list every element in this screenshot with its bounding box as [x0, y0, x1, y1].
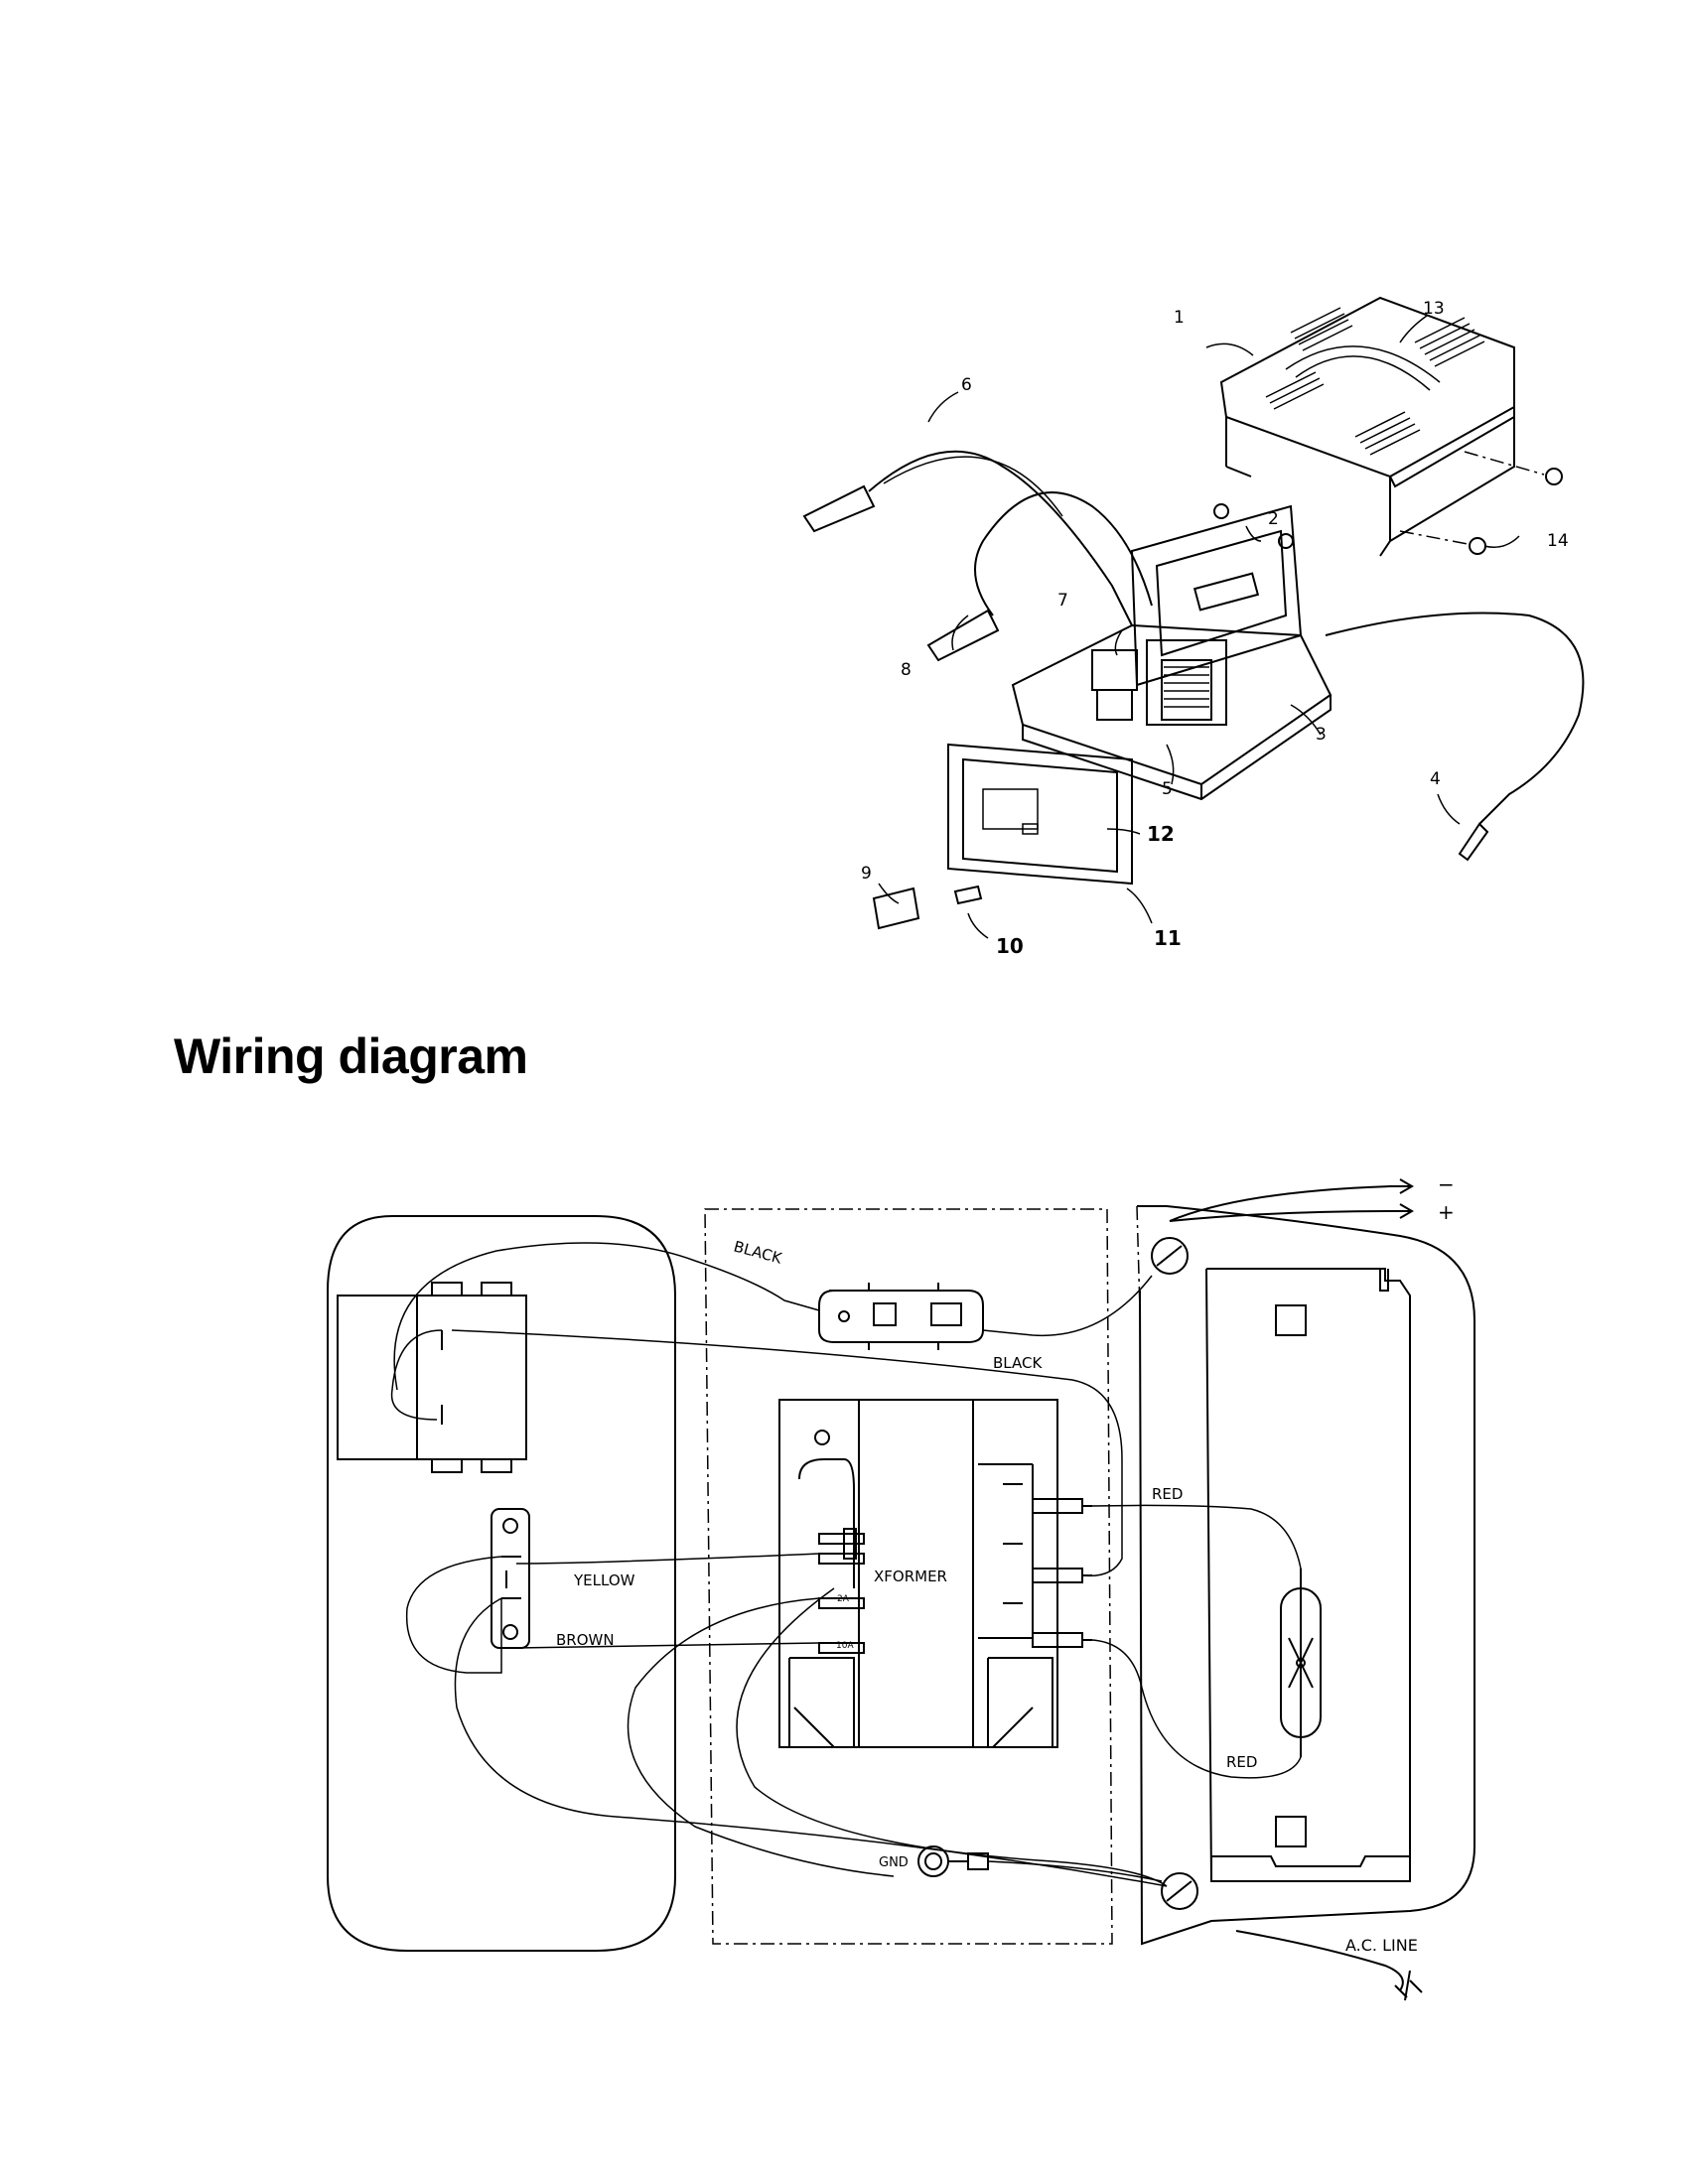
- callout-8: 8: [901, 660, 912, 680]
- wire-label-red-top: RED: [1152, 1485, 1183, 1503]
- callout-14: 14: [1547, 531, 1569, 551]
- callout-4: 4: [1430, 769, 1441, 789]
- exploded-parts-view: 1 2 3 4 5 6 7 8 9 10 11 12 13 14: [802, 296, 1585, 958]
- right-panel: [1137, 1205, 1475, 1946]
- vent-slots: [1265, 307, 1485, 456]
- callout-10: 10: [996, 934, 1024, 958]
- output-leads: − +: [1169, 1172, 1455, 1224]
- tap-2a-label: 2A: [837, 1594, 850, 1604]
- small-parts: [872, 885, 983, 930]
- selector-switch: [491, 1508, 530, 1649]
- gnd-label: GND: [879, 1855, 909, 1870]
- circuit-breaker: [337, 1282, 527, 1473]
- callout-2: 2: [1268, 509, 1279, 529]
- wires: [390, 1242, 1302, 1887]
- wire-label-brown: BROWN: [556, 1631, 615, 1649]
- callout-3: 3: [1316, 725, 1327, 745]
- wire-label-yellow: YELLOW: [573, 1571, 635, 1589]
- shunt-resistor: [1280, 1569, 1322, 1757]
- callout-13: 13: [1423, 299, 1445, 319]
- callout-12: 12: [1147, 822, 1175, 846]
- ground-lug: GND: [879, 1845, 989, 1877]
- callout-9: 9: [861, 864, 872, 884]
- ammeter: [1205, 1268, 1411, 1882]
- output-positive-label: +: [1438, 1200, 1455, 1224]
- callout-leaders: [878, 315, 1520, 939]
- front-bezel: [947, 743, 1133, 886]
- ac-plug: A.C. LINE: [1235, 1930, 1423, 2001]
- thermal-breaker: [818, 1283, 984, 1350]
- transformer-part: [1146, 639, 1227, 726]
- charger-cover: [1219, 296, 1515, 557]
- left-panel: [327, 1215, 676, 1952]
- section-heading: Wiring diagram: [174, 1028, 528, 1084]
- center-panel: [704, 1208, 1113, 1945]
- output-negative-label: −: [1438, 1172, 1455, 1196]
- callout-7: 7: [1057, 591, 1068, 611]
- wire-label-black-top: BLACK: [732, 1237, 784, 1267]
- tap-terminals: 2A 10A: [818, 1528, 865, 1654]
- callout-6: 6: [961, 375, 972, 395]
- power-cord: [1325, 612, 1585, 862]
- wire-label-red-bottom: RED: [1226, 1753, 1257, 1771]
- callout-1: 1: [1174, 308, 1185, 328]
- output-terminals: [1032, 1498, 1092, 1648]
- ac-line-label: A.C. LINE: [1345, 1936, 1418, 1955]
- battery-clamps: [802, 450, 1153, 662]
- callout-11: 11: [1154, 926, 1182, 950]
- rectifier-part: [1091, 649, 1138, 721]
- terminal-screw-icon: [1151, 1237, 1198, 1910]
- transformer-label: XFORMER: [874, 1568, 947, 1585]
- tap-10a-label: 10A: [836, 1641, 854, 1651]
- callout-5: 5: [1162, 779, 1173, 799]
- transformer: XFORMER: [778, 1399, 1058, 1748]
- wire-label-black-mid: BLACK: [993, 1354, 1043, 1372]
